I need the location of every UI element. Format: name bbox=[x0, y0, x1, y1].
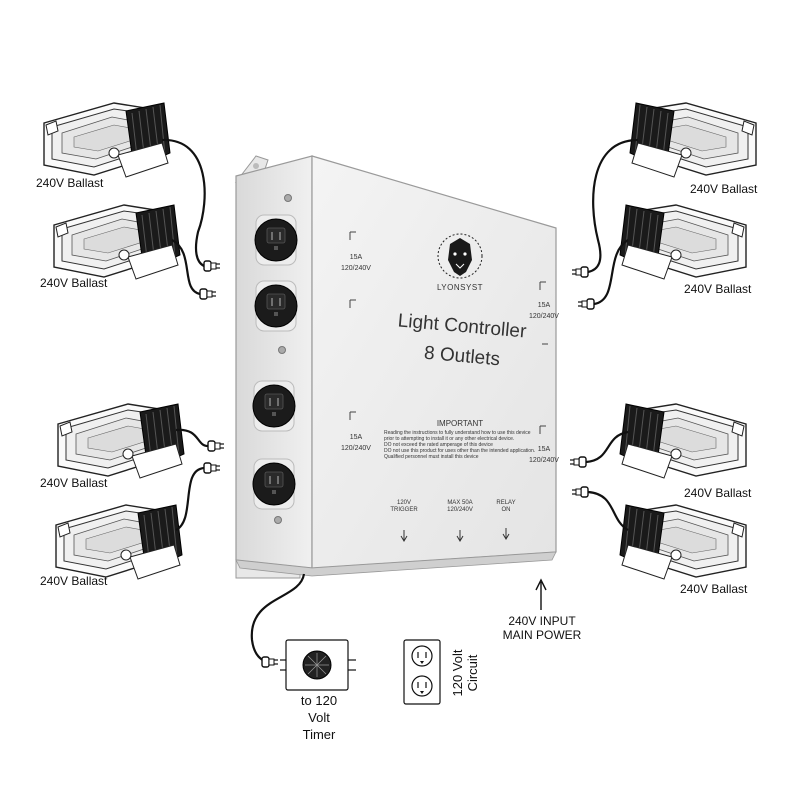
trigger-label-line2: TRIGGER bbox=[390, 507, 418, 513]
relay-label-line1: RELAY bbox=[496, 500, 516, 506]
relay-label: RELAY ON bbox=[488, 500, 524, 514]
trigger-label-line1: 120V bbox=[396, 500, 411, 506]
rating-1-volts: 120/240V bbox=[341, 265, 371, 272]
circuit-label: 120 Volt Circuit bbox=[450, 628, 480, 718]
timer-connection bbox=[250, 573, 356, 691]
rating-2-amps: 15A bbox=[349, 434, 363, 441]
timer-label-line1: to 120 bbox=[300, 693, 338, 708]
relay-label-line2: ON bbox=[501, 507, 511, 513]
ballast-label-left-3: 240V Ballast bbox=[40, 476, 108, 490]
important-line-2: prior to attempting to install it or any… bbox=[384, 436, 515, 442]
ballast-right-3 bbox=[569, 403, 747, 479]
ballast-label-right-2: 240V Ballast bbox=[684, 282, 752, 296]
ballast-right-4 bbox=[571, 486, 747, 580]
lyonsyst-logo bbox=[437, 233, 483, 279]
input-label: 240V INPUT MAIN POWER bbox=[490, 614, 594, 642]
circuit-label-line2: Circuit bbox=[465, 654, 480, 692]
max-label-line1: MAX 50A bbox=[447, 500, 473, 506]
ballast-right-1 bbox=[571, 102, 757, 278]
ballast-label-right-4: 240V Ballast bbox=[680, 582, 748, 596]
important-text: Reading the instructions to fully unders… bbox=[384, 430, 535, 460]
ballast-label-right-3: 240V Ballast bbox=[684, 486, 752, 500]
trigger-label: 120V TRIGGER bbox=[384, 500, 424, 514]
ballast-label-left-2: 240V Ballast bbox=[40, 276, 108, 290]
rating-1-amps: 15A bbox=[349, 254, 363, 261]
important-line-1: Reading the instructions to fully unders… bbox=[384, 430, 531, 436]
rating-3-volts: 120/240V bbox=[529, 313, 559, 320]
max-label: MAX 50A 120/240V bbox=[438, 500, 482, 514]
rating-4-volts: 120/240V bbox=[529, 457, 559, 464]
outlet-circuit-icon bbox=[403, 639, 441, 705]
timer-label-line2: Volt bbox=[308, 710, 330, 725]
ballast-label-left-1: 240V Ballast bbox=[36, 176, 104, 190]
ballast-right-2 bbox=[577, 204, 747, 310]
input-label-line2: MAIN POWER bbox=[502, 628, 582, 642]
ballast-left-2 bbox=[53, 204, 217, 300]
ballast-label-right-1: 240V Ballast bbox=[690, 182, 758, 196]
ballast-left-1 bbox=[43, 102, 221, 272]
brand-name: LYONSYST bbox=[436, 283, 484, 292]
important-heading: IMPORTANT bbox=[436, 419, 484, 428]
timer-label: to 120 Volt Timer bbox=[288, 692, 350, 743]
ballast-left-4 bbox=[55, 462, 221, 580]
important-line-4: DO not use this product for uses other t… bbox=[384, 448, 536, 454]
rating-2: 15A 120/240V bbox=[332, 432, 380, 454]
rating-3: 15A 120/240V bbox=[522, 300, 566, 322]
rating-2-volts: 120/240V bbox=[341, 445, 371, 452]
important-line-3: DO not exceed the rated amperage of this… bbox=[384, 442, 493, 448]
ballast-label-left-4: 240V Ballast bbox=[40, 574, 108, 588]
important-line-5: Qualified personnel must install this de… bbox=[384, 454, 479, 460]
rating-3-amps: 15A bbox=[537, 302, 551, 309]
rating-4-amps: 15A bbox=[537, 446, 551, 453]
circuit-label-line1: 120 Volt bbox=[450, 649, 465, 697]
max-label-line2: 120/240V bbox=[447, 507, 473, 513]
timer-label-line3: Timer bbox=[302, 727, 336, 742]
input-arrow bbox=[535, 578, 547, 610]
input-label-line1: 240V INPUT bbox=[508, 614, 576, 628]
light-controller-box bbox=[234, 155, 557, 579]
rating-4: 15A 120/240V bbox=[522, 444, 566, 466]
ballast-left-3 bbox=[57, 403, 225, 479]
rating-1: 15A 120/240V bbox=[332, 252, 380, 274]
